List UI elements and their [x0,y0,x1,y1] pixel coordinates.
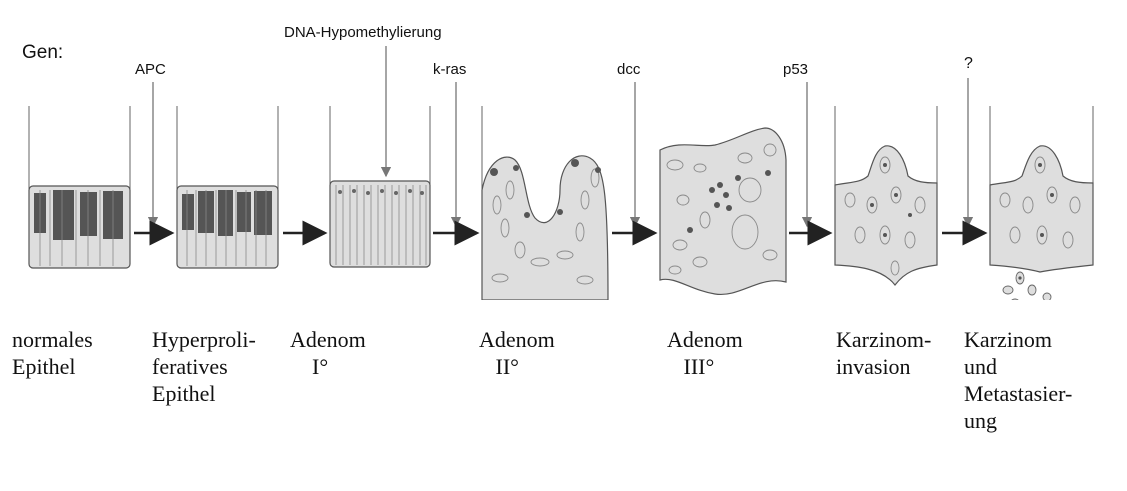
stage-label-carcinoma-invasion: Karzinom-invasion [836,326,931,380]
tissue-adenoma-grade-2 [482,106,608,300]
mutation-label-unknown: ? [964,55,973,72]
mutation-label-kras: k-ras [433,61,466,78]
mutation-label-hypomethylation: DNA-Hypomethylierung [284,24,442,41]
stage-label-adenoma-grade-3: Adenom III° [667,326,743,380]
mutation-label-dcc: dcc [617,61,641,78]
stage-label-adenoma-grade-2: Adenom II° [479,326,555,380]
mutation-label-p53: p53 [783,61,808,78]
progression-diagram: Gen: APC DNA-Hypomethylierung k-ras dcc … [0,0,1127,300]
tissue-hyperproliferative-epithelium [177,106,278,268]
tissue-carcinoma-metastasis [990,106,1093,300]
tissue-carcinoma-invasion [835,106,937,285]
mutation-label-apc: APC [135,61,166,78]
tissue-normal-epithelium [29,106,130,268]
tissue-adenoma-grade-1 [330,106,430,267]
tissue-adenoma-grade-3 [660,128,786,294]
gene-header: Gen: [22,42,63,63]
stage-label-adenoma-grade-1: Adenom I° [290,326,366,380]
